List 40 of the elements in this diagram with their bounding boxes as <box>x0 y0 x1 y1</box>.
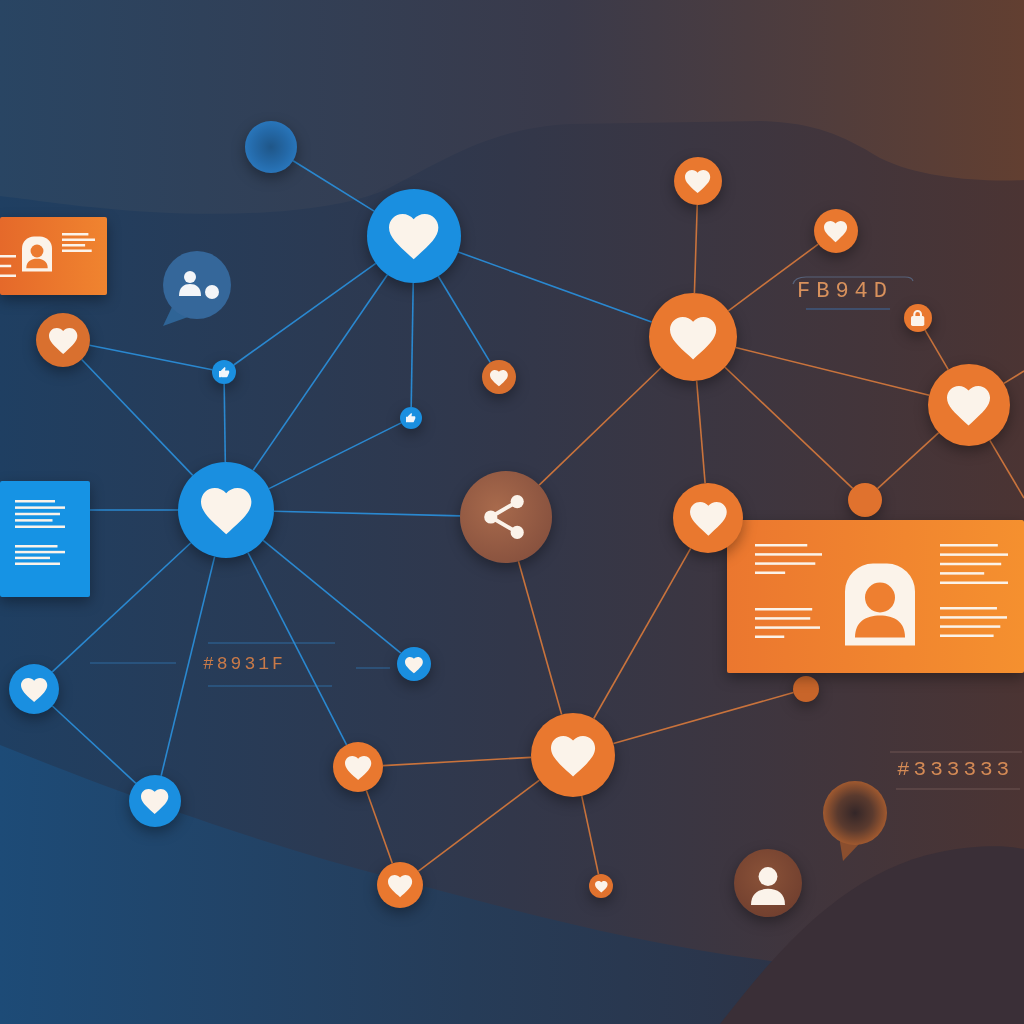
connector-line <box>417 779 541 872</box>
profile-card <box>727 520 1024 673</box>
profile-card <box>0 217 107 295</box>
connector-line <box>223 383 227 463</box>
connector-line <box>876 431 940 490</box>
connector-line <box>292 159 375 212</box>
connector-line <box>51 705 137 785</box>
connector-line <box>51 541 192 673</box>
connector-line <box>581 795 600 876</box>
connector-line <box>273 510 461 517</box>
connector-line <box>262 539 402 655</box>
code-label: FB94D <box>797 281 893 303</box>
connector-line <box>989 439 1024 499</box>
connector-line <box>89 509 179 511</box>
connector-line <box>247 551 348 746</box>
connector-line <box>693 204 699 294</box>
connector-line <box>727 243 820 312</box>
connector-line <box>612 691 795 745</box>
connector-line <box>232 262 377 366</box>
connector-line <box>538 366 663 486</box>
connector-line <box>80 358 194 477</box>
code-label: #333333 <box>897 759 1014 780</box>
connector-line <box>593 547 692 720</box>
connector-line <box>160 555 216 777</box>
connector-line <box>734 346 930 396</box>
connector-line <box>365 789 394 865</box>
connector-line <box>1003 370 1024 385</box>
connector-line <box>268 422 402 490</box>
code-label: #8931F <box>203 655 286 673</box>
connector-line <box>382 756 532 767</box>
connector-line <box>924 329 950 371</box>
profile-card <box>0 481 90 597</box>
connector-line <box>695 380 706 484</box>
connector-line <box>88 344 214 371</box>
connector-line <box>457 251 653 323</box>
connector-line <box>252 273 389 472</box>
connector-line <box>410 282 415 408</box>
connector-line <box>437 275 492 364</box>
connector-line <box>724 366 854 490</box>
connector-line <box>517 560 563 716</box>
